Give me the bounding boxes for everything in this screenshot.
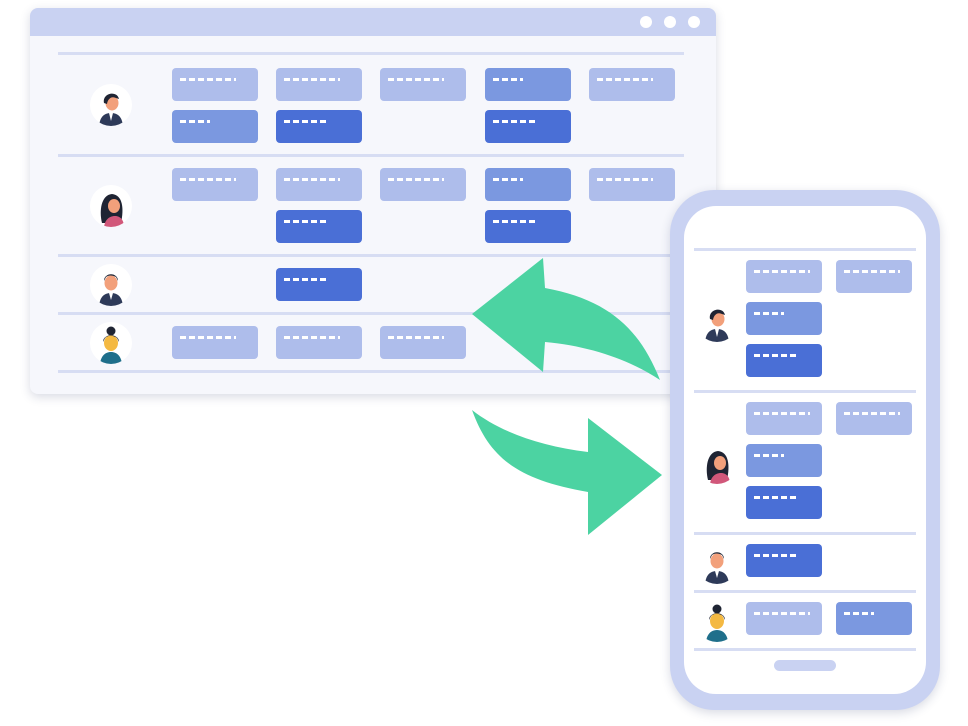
- card-placeholder-text: [180, 336, 236, 339]
- row-divider: [58, 312, 684, 315]
- schedule-card-light[interactable]: [380, 68, 466, 101]
- card-placeholder-text: [597, 178, 653, 181]
- card-placeholder-text: [493, 78, 523, 81]
- card-placeholder-text: [180, 120, 210, 123]
- schedule-card-dark[interactable]: [276, 110, 362, 143]
- man-suit-icon[interactable]: [696, 542, 738, 584]
- row-divider: [694, 648, 916, 651]
- card-placeholder-text: [284, 278, 328, 281]
- card-placeholder-text: [284, 120, 328, 123]
- schedule-card-light[interactable]: [172, 68, 258, 101]
- woman-bun-icon[interactable]: [90, 322, 132, 364]
- man-suit-icon[interactable]: [90, 264, 132, 306]
- card-placeholder-text: [754, 270, 810, 273]
- card-placeholder-text: [493, 220, 537, 223]
- row-divider: [58, 254, 684, 257]
- row-divider: [694, 532, 916, 535]
- card-placeholder-text: [388, 78, 444, 81]
- schedule-card-mid[interactable]: [746, 302, 822, 335]
- schedule-card-dark[interactable]: [276, 210, 362, 243]
- card-placeholder-text: [754, 312, 784, 315]
- sync-to-mobile-arrow-icon: [472, 410, 662, 535]
- schedule-card-light[interactable]: [836, 402, 912, 435]
- schedule-card-light[interactable]: [172, 326, 258, 359]
- row-divider: [58, 154, 684, 157]
- schedule-card-light[interactable]: [589, 168, 675, 201]
- row-divider: [694, 390, 916, 393]
- card-placeholder-text: [754, 554, 798, 557]
- mobile-phone: [670, 190, 940, 710]
- card-placeholder-text: [844, 412, 900, 415]
- schedule-card-dark[interactable]: [485, 110, 571, 143]
- desktop-browser-window: [30, 8, 716, 394]
- woman-long-hair-icon[interactable]: [90, 185, 132, 227]
- card-placeholder-text: [284, 78, 340, 81]
- schedule-card-dark[interactable]: [746, 544, 822, 577]
- schedule-card-light[interactable]: [380, 326, 466, 359]
- schedule-card-light[interactable]: [276, 168, 362, 201]
- card-placeholder-text: [754, 454, 784, 457]
- card-placeholder-text: [754, 354, 798, 357]
- schedule-card-mid[interactable]: [836, 602, 912, 635]
- schedule-card-light[interactable]: [746, 260, 822, 293]
- window-dot-icon[interactable]: [640, 16, 652, 28]
- card-placeholder-text: [180, 78, 236, 81]
- card-placeholder-text: [844, 270, 900, 273]
- card-placeholder-text: [388, 336, 444, 339]
- schedule-card-mid[interactable]: [172, 110, 258, 143]
- card-placeholder-text: [754, 612, 810, 615]
- schedule-card-light[interactable]: [589, 68, 675, 101]
- card-placeholder-text: [844, 612, 874, 615]
- schedule-card-dark[interactable]: [485, 210, 571, 243]
- schedule-card-dark[interactable]: [746, 344, 822, 377]
- row-divider: [58, 52, 684, 55]
- card-placeholder-text: [180, 178, 236, 181]
- man-dark-hair-icon[interactable]: [696, 300, 738, 342]
- schedule-card-mid[interactable]: [485, 68, 571, 101]
- schedule-card-mid[interactable]: [485, 168, 571, 201]
- schedule-card-mid[interactable]: [746, 444, 822, 477]
- card-placeholder-text: [284, 336, 340, 339]
- card-placeholder-text: [284, 178, 340, 181]
- row-divider: [694, 590, 916, 593]
- row-divider: [58, 370, 684, 373]
- phone-home-bar[interactable]: [774, 660, 836, 671]
- phone-screen: [684, 206, 926, 694]
- schedule-card-light[interactable]: [172, 168, 258, 201]
- schedule-card-light[interactable]: [276, 326, 362, 359]
- man-dark-hair-icon[interactable]: [90, 84, 132, 126]
- woman-long-hair-icon[interactable]: [696, 442, 738, 484]
- card-placeholder-text: [597, 78, 653, 81]
- row-divider: [694, 248, 916, 251]
- schedule-card-light[interactable]: [276, 68, 362, 101]
- schedule-card-light[interactable]: [380, 168, 466, 201]
- browser-title-bar: [30, 8, 716, 36]
- card-placeholder-text: [754, 496, 798, 499]
- schedule-card-dark[interactable]: [746, 486, 822, 519]
- card-placeholder-text: [388, 178, 444, 181]
- schedule-card-light[interactable]: [836, 260, 912, 293]
- schedule-card-dark[interactable]: [276, 268, 362, 301]
- schedule-card-light[interactable]: [746, 402, 822, 435]
- card-placeholder-text: [493, 178, 523, 181]
- window-dot-icon[interactable]: [664, 16, 676, 28]
- woman-bun-icon[interactable]: [696, 600, 738, 642]
- card-placeholder-text: [493, 120, 537, 123]
- card-placeholder-text: [754, 412, 810, 415]
- window-dot-icon[interactable]: [688, 16, 700, 28]
- schedule-card-light[interactable]: [746, 602, 822, 635]
- card-placeholder-text: [284, 220, 328, 223]
